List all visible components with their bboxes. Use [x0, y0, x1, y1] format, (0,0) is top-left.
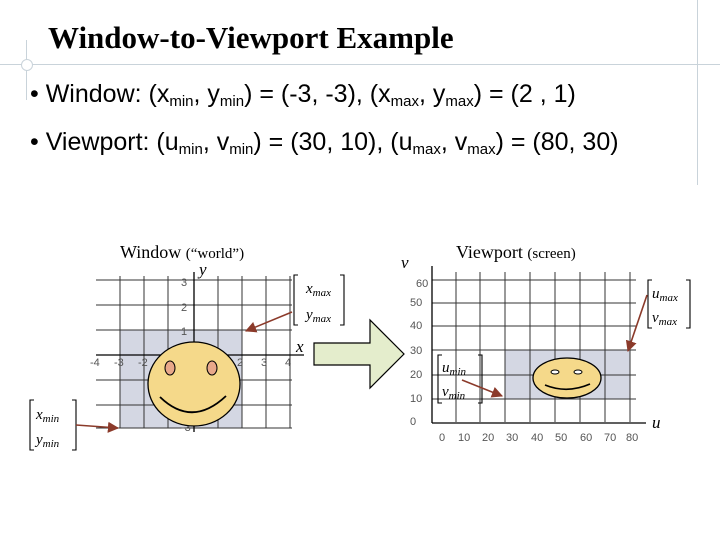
viewport-v-axis-label: v — [401, 253, 409, 272]
bullet-text: Window: (x — [45, 80, 170, 108]
subscript: max — [445, 93, 474, 110]
subscript: min — [229, 141, 254, 158]
bullet-window: • Window: (xmin, ymin) = (-3, -3), (xmax… — [30, 80, 576, 109]
subscript: max — [390, 93, 419, 110]
window-y-tick: 2 — [181, 302, 187, 314]
window-label-text: Window — [120, 242, 182, 262]
bullet-text: , v — [202, 128, 230, 156]
window-x-tick: 4 — [285, 357, 291, 369]
viewport-label-sub: (screen) — [527, 246, 576, 262]
viewport-grid — [432, 272, 636, 422]
window-smiley-icon — [147, 341, 241, 427]
min-box-label: xmin — [35, 407, 60, 425]
viewport-x-tick: 10 — [458, 432, 470, 444]
viewport-max-box: umax vmax — [647, 279, 691, 329]
viewport-x-tick: 60 — [580, 432, 592, 444]
window-x-tick: 2 — [237, 357, 243, 369]
min-box-label: umin — [442, 360, 467, 378]
window-y-tick: -3 — [181, 422, 191, 434]
subscript: min — [219, 93, 245, 110]
viewport-y-tick: 50 — [410, 297, 422, 309]
viewport-axes — [431, 266, 646, 424]
viewport-min-pointer — [461, 379, 504, 398]
window-x-tick: -2 — [138, 357, 148, 369]
viewport-u-axis-label: u — [652, 413, 661, 432]
window-max-pointer — [244, 311, 293, 333]
viewport-x-tick: 70 — [604, 432, 616, 444]
max-box-label: umax — [652, 286, 678, 304]
viewport-y-tick: 30 — [410, 345, 422, 357]
subscript: max — [467, 141, 496, 158]
viewport-x-tick: 40 — [531, 432, 543, 444]
bullet-text: Viewport: (u — [45, 128, 179, 156]
window-x-tick: -4 — [90, 357, 100, 369]
decorative-circle — [21, 59, 33, 71]
window-min-pointer — [75, 421, 120, 433]
window-y-axis-label: y — [197, 260, 207, 279]
viewport-y-tick: 60 — [416, 278, 428, 290]
subscript: min — [178, 141, 203, 158]
window-max-box: xmax ymax — [293, 274, 345, 326]
window-y-tick: 3 — [181, 277, 187, 289]
window-min-box: xmin ymin — [29, 399, 77, 451]
bullet-text: , v — [440, 128, 468, 156]
min-box-label: vmin — [442, 384, 466, 402]
slide-title: Window-to-Viewport Example — [48, 20, 454, 55]
bullet-marker: • — [30, 128, 46, 156]
min-box-label: ymin — [34, 432, 60, 450]
subscript: min — [169, 93, 194, 110]
viewport-min-box: umin vmin — [437, 354, 483, 404]
viewport-y-tick: 40 — [410, 320, 422, 332]
max-box-label: ymax — [304, 307, 331, 325]
bullet-text: , y — [193, 80, 220, 108]
bullet-text: , y — [418, 80, 446, 108]
bullet-text: ) = (80, 30) — [495, 128, 619, 156]
viewport-x-ticks: 0 10 20 30 40 50 60 70 80 — [439, 432, 638, 444]
window-y-ticks: 3 2 1 -3 — [181, 277, 191, 434]
decorative-rule-right — [697, 0, 698, 185]
viewport-x-tick: 0 — [439, 432, 445, 444]
viewport-y-ticks: 60 50 40 30 20 10 0 — [410, 278, 428, 428]
window-label-sub: (“world”) — [185, 246, 245, 262]
window-panel-label: Window (“world”) — [120, 242, 244, 263]
viewport-y-tick: 0 — [410, 416, 416, 428]
bullet-text: ) = (2 , 1) — [473, 80, 576, 108]
viewport-x-tick: 30 — [506, 432, 518, 444]
bullet-text: ) = (-3, -3), (x — [244, 80, 391, 108]
window-x-axis-label: x — [295, 337, 304, 356]
viewport-x-tick: 50 — [555, 432, 567, 444]
window-y-tick: 1 — [181, 326, 187, 338]
max-box-label: vmax — [652, 310, 677, 328]
window-x-tick: -3 — [114, 357, 124, 369]
bullet-viewport: • Viewport: (umin, vmin) = (30, 10), (um… — [30, 128, 619, 157]
viewport-label-text: Viewport — [456, 242, 523, 262]
viewport-y-tick: 20 — [410, 369, 422, 381]
bullet-marker: • — [30, 80, 46, 108]
viewport-smiley-icon — [532, 357, 602, 399]
viewport-x-tick: 20 — [482, 432, 494, 444]
subscript: max — [412, 141, 441, 158]
viewport-panel-label: Viewport (screen) — [456, 242, 576, 263]
transform-arrow-icon — [313, 318, 405, 390]
viewport-y-tick: 10 — [410, 393, 422, 405]
bullet-text: ) = (30, 10), (u — [253, 128, 413, 156]
decorative-rule — [0, 64, 720, 65]
window-x-tick: 3 — [261, 357, 267, 369]
max-box-label: xmax — [305, 281, 331, 299]
viewport-max-pointer — [625, 294, 648, 353]
viewport-x-tick: 80 — [626, 432, 638, 444]
